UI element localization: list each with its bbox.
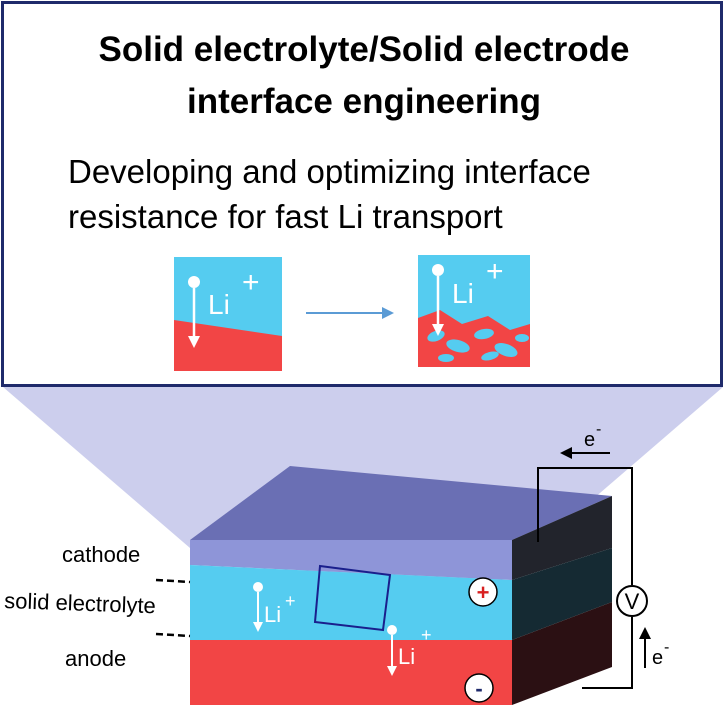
callout-subtitle-line1: Developing and optimizing interface — [68, 153, 591, 190]
flat-interface-icon: Li + — [174, 257, 282, 371]
callout-title-line2: interface engineering — [187, 82, 541, 121]
interface-zoom-square — [313, 564, 392, 632]
label-solid-electrolyte: solid electrolyte — [4, 588, 156, 618]
positive-terminal-icon — [468, 577, 498, 607]
voltmeter-icon — [616, 585, 648, 617]
negative-terminal-icon — [464, 673, 494, 703]
svg-text:+: + — [486, 255, 504, 288]
li-ion-dot-1 — [253, 582, 263, 592]
svg-text:+: + — [242, 266, 260, 299]
anode-divider-dash — [155, 632, 191, 638]
circuit-wire-lower — [582, 617, 633, 689]
electrolyte-layer-front — [190, 565, 512, 640]
anode-layer-front — [190, 640, 512, 705]
voltmeter-label: V — [625, 589, 640, 614]
li-ion-dot-2 — [387, 625, 397, 635]
electron-label-bottom: e — [652, 647, 663, 669]
circuit-wire — [537, 467, 633, 585]
electron-arrowhead-bottom — [639, 627, 651, 639]
electron-sup-bottom: - — [664, 639, 669, 656]
improvement-arrowhead — [382, 307, 394, 319]
li-ion-label-2: Li — [398, 644, 415, 669]
li-ion-label-1: Li — [264, 602, 281, 627]
cathode-top-face — [190, 466, 612, 540]
positive-terminal-sign: + — [477, 580, 490, 605]
cathode-layer-front — [190, 540, 512, 580]
electron-arrowhead-top — [560, 447, 572, 459]
callout-title-line1: Solid electrolyte/Solid electrode — [98, 30, 630, 69]
negative-terminal-sign: - — [475, 676, 482, 701]
side-face-cathode — [512, 496, 612, 580]
engineered-interface-icon: Li + — [418, 255, 530, 367]
electron-sup-top: - — [596, 421, 601, 438]
li-ion-charge-1: + — [285, 591, 296, 611]
side-face-anode — [512, 602, 612, 705]
label-cathode: cathode — [62, 542, 140, 567]
li-ion-charge-2: + — [421, 625, 432, 645]
callout-subtitle-line2: resistance for fast Li transport — [68, 198, 503, 235]
side-face-electrolyte — [512, 548, 612, 640]
electron-label-top: e — [584, 429, 595, 451]
li-ion-arrowhead-2 — [387, 666, 397, 676]
svg-text:Li: Li — [452, 278, 474, 309]
svg-text:Li: Li — [208, 289, 230, 320]
cathode-divider-dash — [155, 578, 191, 584]
label-anode: anode — [65, 646, 126, 671]
callout-panel — [1, 1, 723, 387]
li-ion-arrowhead-1 — [253, 622, 263, 632]
